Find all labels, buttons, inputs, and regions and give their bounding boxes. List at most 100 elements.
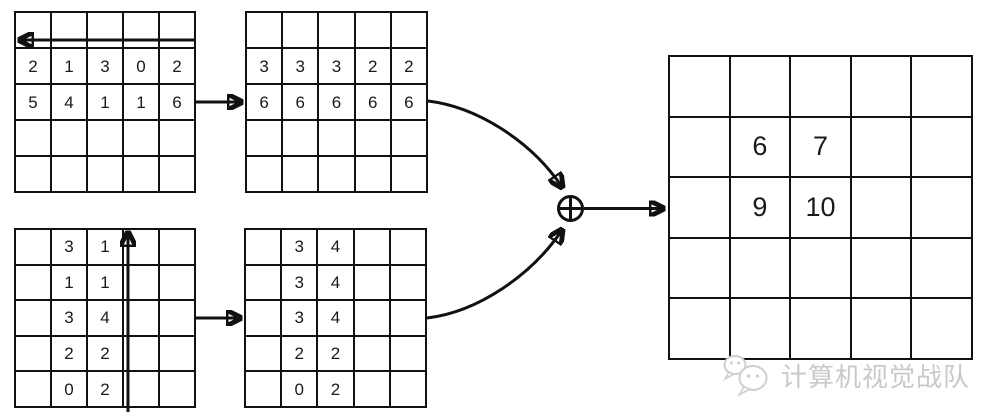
result-cell-r1c1 — [669, 56, 730, 117]
result-cell-r2c4 — [850, 116, 912, 178]
top-middle-cell-r2c3: 3 — [318, 48, 355, 84]
result-cell-r5c1 — [669, 298, 730, 359]
bottom-left-cell-r5c1 — [15, 371, 51, 407]
bottom-left-cell-r4c4 — [123, 335, 159, 372]
bottom-left-cell-r1c3: 1 — [87, 229, 123, 265]
bottom-left-cell-r5c3: 2 — [87, 371, 123, 407]
bottom-middle-cell-r1c1 — [245, 229, 282, 265]
result-cell-r1c5 — [911, 56, 972, 117]
bottom-middle-cell-r1c3: 4 — [317, 229, 354, 265]
top-left-cell-r1c4 — [123, 12, 159, 48]
top-middle-cell-r2c2: 3 — [282, 48, 319, 84]
result-cell-r2c5 — [911, 116, 972, 178]
bottom-middle-cell-r2c3: 4 — [317, 264, 354, 301]
result-cell-r4c5 — [911, 237, 972, 299]
bottom-left-cell-r4c2: 2 — [51, 335, 87, 372]
watermark-text: 计算机视觉战队 — [781, 361, 971, 392]
top-left-cell-r5c4 — [123, 156, 159, 192]
bottom-middle-cell-r5c1 — [245, 371, 282, 407]
result-cell-r3c4 — [850, 177, 912, 238]
result-cell-r1c3 — [790, 56, 851, 117]
top-left-cell-r3c3: 1 — [87, 84, 123, 120]
bottom-left-cell-r3c5 — [159, 300, 195, 336]
top-left-cell-r1c5 — [159, 12, 195, 48]
top-middle-cell-r3c3: 6 — [318, 84, 355, 120]
bottom-middle-cell-r1c5 — [389, 229, 426, 265]
bottom-middle-cell-r2c4 — [353, 264, 390, 301]
bottom-middle-cell-r2c1 — [245, 264, 282, 301]
top-middle-cell-r2c4: 2 — [354, 48, 391, 84]
bottom-left-cell-r2c4 — [123, 264, 159, 301]
top-left-cell-r4c3 — [87, 120, 123, 156]
top-left-cell-r4c1 — [15, 120, 51, 156]
top-merge-curve — [427, 99, 562, 187]
result-cell-r1c2 — [729, 56, 791, 117]
bottom-middle-cell-r5c3: 2 — [317, 371, 354, 407]
top-left-cell-r2c4: 0 — [123, 48, 159, 84]
bottom-middle-cell-r4c5 — [389, 335, 426, 372]
result-cell-r4c1 — [669, 237, 730, 299]
bottom-left-cell-r5c2: 0 — [51, 371, 87, 407]
result-cell-r5c3 — [790, 298, 851, 359]
top-middle-cell-r4c2 — [282, 120, 319, 156]
top-left-cell-r4c5 — [159, 120, 195, 156]
bottom-left-cell-r3c4 — [123, 300, 159, 336]
bottom-middle-cell-r3c2: 3 — [281, 300, 318, 336]
bottom-merge-curve — [426, 230, 562, 320]
result-cell-r2c3: 7 — [790, 116, 851, 178]
top-middle-cell-r4c5 — [390, 120, 427, 156]
top-middle-cell-r1c1 — [246, 12, 283, 48]
bottom-left-cell-r5c5 — [159, 371, 195, 407]
result-cell-r5c5 — [911, 298, 972, 359]
bottom-left-cell-r3c1 — [15, 300, 51, 336]
top-middle-cell-r1c3 — [318, 12, 355, 48]
top-left-cell-r1c1 — [15, 12, 51, 48]
bottom-middle-cell-r4c4 — [353, 335, 390, 372]
bottom-left-cell-r5c4 — [123, 371, 159, 407]
result-cell-r3c5 — [911, 177, 972, 238]
bottom-left-cell-r4c5 — [159, 335, 195, 372]
top-left-cell-r1c2 — [51, 12, 87, 48]
top-left-cell-r4c2 — [51, 120, 87, 156]
bottom-middle-cell-r1c4 — [353, 229, 390, 265]
result-cell-r4c3 — [790, 237, 851, 299]
bottom-middle-cell-r2c2: 3 — [281, 264, 318, 301]
top-left-cell-r3c1: 5 — [15, 84, 51, 120]
watermark: 计算机视觉战队 — [720, 351, 970, 399]
oplus-operator-icon — [557, 195, 584, 222]
bottom-middle-cell-r3c4 — [353, 300, 390, 336]
result-cell-r5c4 — [850, 298, 912, 359]
top-left-cell-r5c5 — [159, 156, 195, 192]
bottom-middle-cell-r2c5 — [389, 264, 426, 301]
bottom-middle-cell-r4c2: 2 — [281, 335, 318, 372]
chat-bubbles-logo-icon — [722, 355, 768, 398]
top-left-cell-r2c3: 3 — [87, 48, 123, 84]
result-cell-r1c4 — [850, 56, 912, 117]
bottom-left-cell-r4c1 — [15, 335, 51, 372]
bottom-left-cell-r1c5 — [159, 229, 195, 265]
result-cell-r2c1 — [669, 116, 730, 178]
bottom-left-cell-r2c3: 1 — [87, 264, 123, 301]
result-cell-r3c1 — [669, 177, 730, 238]
top-middle-cell-r2c1: 3 — [246, 48, 283, 84]
top-middle-cell-r3c5: 6 — [390, 84, 427, 120]
top-left-cell-r5c2 — [51, 156, 87, 192]
top-middle-cell-r3c1: 6 — [246, 84, 283, 120]
top-left-cell-r2c1: 2 — [15, 48, 51, 84]
top-middle-cell-r1c4 — [354, 12, 391, 48]
result-cell-r4c2 — [729, 237, 791, 299]
bottom-middle-cell-r1c2: 3 — [281, 229, 318, 265]
top-left-cell-r3c5: 6 — [159, 84, 195, 120]
top-middle-cell-r4c1 — [246, 120, 283, 156]
top-middle-cell-r5c4 — [354, 156, 391, 192]
top-left-cell-r2c2: 1 — [51, 48, 87, 84]
bottom-middle-cell-r4c3: 2 — [317, 335, 354, 372]
top-left-cell-r5c3 — [87, 156, 123, 192]
result-cell-r3c2: 9 — [729, 177, 791, 238]
top-middle-cell-r5c3 — [318, 156, 355, 192]
bottom-middle-cell-r3c1 — [245, 300, 282, 336]
